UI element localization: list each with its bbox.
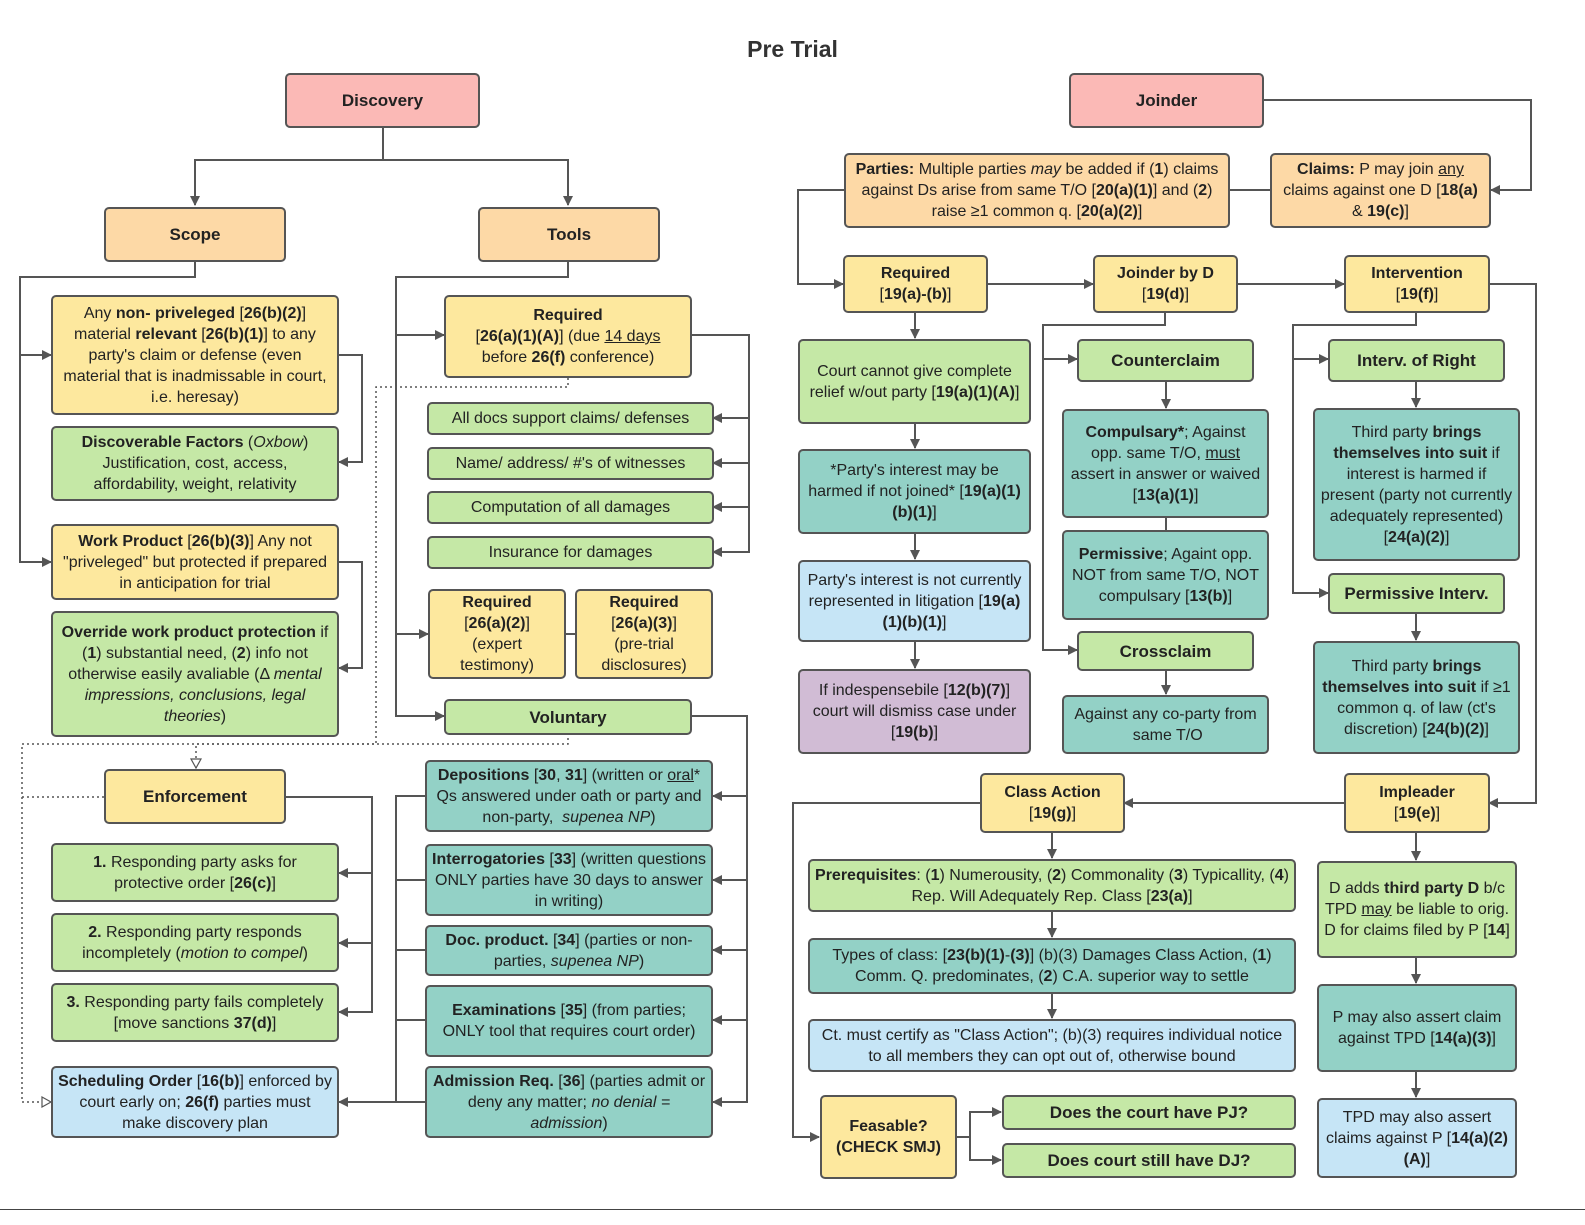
impleader-node: Impleader[19(e)] [1344,773,1490,833]
scope-node: Scope [104,207,286,262]
feasable-node: Feasable?(CHECK SMJ) [820,1095,957,1179]
claims-node: Claims: P may join any claims against on… [1270,153,1491,228]
non-privileged-node: Any non- priveleged [26(b)(2)] material … [51,295,339,415]
insurance-node: Insurance for damages [427,536,714,569]
tpd-assert-node: TPD may also assert claims against P [14… [1317,1098,1517,1178]
enforcement-2-node: 2. Responding party responds incompletel… [51,913,339,972]
interv-of-right-node: Interv. of Right [1328,339,1505,382]
examinations-node: Examinations [35] (from parties; ONLY to… [425,985,713,1057]
doc-product-node: Doc. product. [34] (parties or non-parti… [425,925,713,976]
third-party-right-node: Third party brings themselves into suit … [1313,408,1520,561]
discoverable-factors-node: Discoverable Factors (Oxbow) Justificati… [51,426,339,501]
p-assert-node: P may also assert claim against TPD [14(… [1317,984,1517,1072]
discovery-node: Discovery [285,73,480,128]
not-represented-node: Party's interest is not currently repres… [798,560,1031,642]
all-docs-node: All docs support claims/ defenses [427,402,714,435]
scheduling-order-node: Scheduling Order [16(b)] enforced by cou… [51,1066,339,1138]
compulsary-node: Compulsary*; Against opp. same T/O, must… [1062,409,1269,518]
interrogatories-node: Interrogatories [33] (written questions … [425,844,713,916]
witnesses-node: Name/ address/ #'s of witnesses [427,447,714,480]
class-action-node: Class Action[19(g)] [980,773,1125,833]
permissive-interv-node: Permissive Interv. [1328,573,1505,614]
page-title: Pre Trial [747,36,838,62]
interest-harmed-node: *Party's interest may be harmed if not j… [798,449,1031,534]
work-product-node: Work Product [26(b)(3)] Any not "privele… [51,524,339,600]
required-pretrial-node: Required[26(a)(3)](pre-trial disclosures… [575,589,713,679]
crossclaim-node: Crossclaim [1077,631,1254,671]
enforcement-3-node: 3. Responding party fails completely [mo… [51,983,339,1042]
counterclaim-node: Counterclaim [1077,339,1254,382]
third-party-d-node: D adds third party D b/c TPD may be liab… [1317,861,1517,958]
tools-node: Tools [478,207,660,262]
parties-node: Parties: Multiple parties may be added i… [844,153,1230,228]
types-of-class-node: Types of class: [23(b)(1)-(3)] (b)(3) Da… [808,938,1296,994]
third-party-permissive-node: Third party brings themselves into suit … [1313,641,1520,754]
depositions-node: Depositions [30, 31] (written or oral* Q… [425,760,713,832]
pj-question-node: Does the court have PJ? [1002,1095,1296,1130]
permissive-node: Permissive; Againt opp. NOT from same T/… [1062,530,1269,620]
damages-node: Computation of all damages [427,491,714,524]
complete-relief-node: Court cannot give complete relief w/out … [798,339,1031,424]
joinder-by-d-node: Joinder by D[19(d)] [1093,255,1238,313]
joinder-node: Joinder [1069,73,1264,128]
tools-required-node: Required[26(a)(1)(A)] (due 14 days befor… [444,295,692,378]
bottom-rule [0,1209,1585,1210]
enforcement-node: Enforcement [104,769,286,824]
dj-question-node: Does court still have DJ? [1002,1143,1296,1178]
override-node: Override work product protection if (1) … [51,611,339,737]
indispensable-node: If indespensebile [12(b)(7)] court will … [798,669,1031,754]
prerequisites-node: Prerequisites: (1) Numerousity, (2) Comm… [808,859,1296,912]
co-party-node: Against any co-party from same T/O [1062,695,1269,754]
intervention-node: Intervention[19(f)] [1344,255,1490,313]
admission-request-node: Admission Req. [36] (parties admit or de… [425,1066,713,1138]
certify-node: Ct. must certify as "Class Action"; (b)(… [808,1019,1296,1072]
joinder-required-node: Required[19(a)-(b)] [843,255,988,313]
required-expert-node: Required[26(a)(2)](expert testimony) [428,589,566,679]
enforcement-1-node: 1. Responding party asks for protective … [51,843,339,902]
voluntary-node: Voluntary [444,699,692,735]
